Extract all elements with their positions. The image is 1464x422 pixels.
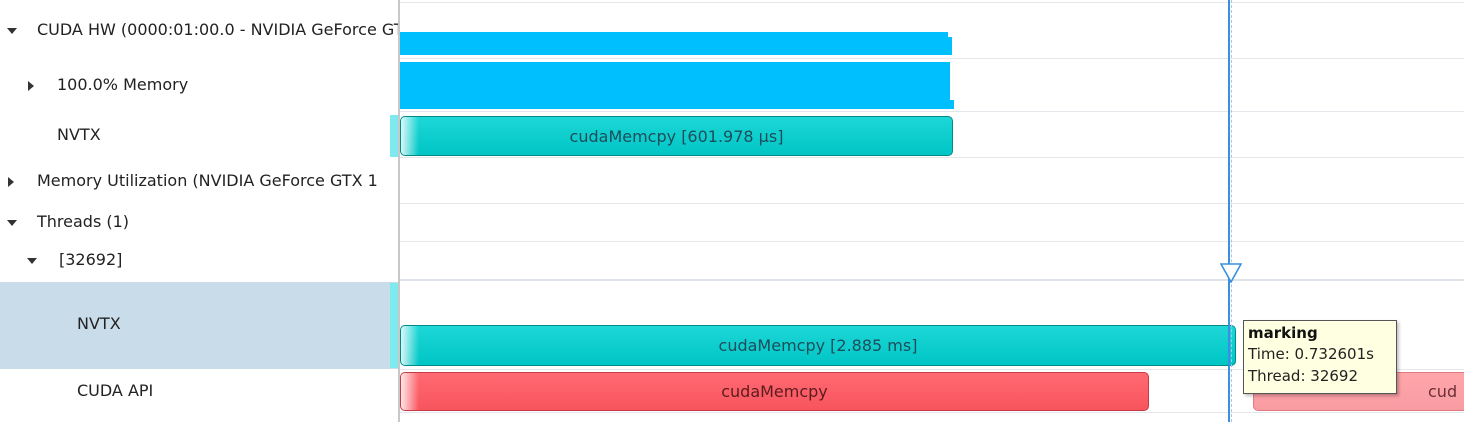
- triangle-right-icon[interactable]: [28, 81, 34, 91]
- tree-row-label: [32692]: [59, 250, 123, 269]
- tree-row-label: Threads (1): [37, 212, 130, 231]
- tree-row-label: 100.0% Memory: [57, 75, 189, 94]
- row-separator: [400, 58, 1464, 59]
- row-edge-marker: [390, 283, 398, 368]
- panel-splitter[interactable]: [398, 0, 400, 422]
- triangle-right-icon[interactable]: [8, 177, 14, 187]
- tooltip-time-label: Time:: [1248, 345, 1290, 363]
- tooltip-time: Time: 0.732601s: [1248, 343, 1392, 365]
- tree-row-label: NVTX: [77, 314, 121, 333]
- row-separator: [400, 279, 1464, 281]
- span-label: cud: [1428, 382, 1458, 401]
- timeline-tree-panel: CUDA HW (0000:01:00.0 - NVIDIA GeForce G…: [0, 0, 399, 422]
- tooltip-thread: Thread: 32692: [1248, 365, 1392, 387]
- tree-row-label: NVTX: [57, 125, 101, 144]
- nvtx-range-span[interactable]: cudaMemcpy [601.978 µs]: [400, 116, 953, 156]
- triangle-down-icon[interactable]: [7, 28, 17, 34]
- tooltip-thread-value: 32692: [1310, 367, 1359, 385]
- row-separator: [400, 157, 1464, 158]
- tree-row-cuda-api[interactable]: CUDA API: [0, 370, 399, 412]
- memory-bar-notch: [950, 62, 954, 100]
- tree-row-cuda-hw[interactable]: CUDA HW (0000:01:00.0 - NVIDIA GeForce G…: [0, 10, 399, 50]
- memory-bar-notch: [948, 32, 952, 37]
- time-cursor-line[interactable]: [1228, 0, 1230, 422]
- row-separator: [400, 412, 1464, 413]
- cursor-tooltip: marking Time: 0.732601s Thread: 32692: [1243, 320, 1397, 394]
- triangle-down-icon[interactable]: [7, 220, 17, 226]
- span-label: cudaMemcpy [2.885 ms]: [718, 336, 918, 355]
- triangle-down-icon[interactable]: [27, 258, 37, 264]
- memory-activity-bar[interactable]: [400, 62, 954, 109]
- tooltip-title: marking: [1248, 324, 1318, 342]
- span-label: cudaMemcpy: [721, 382, 828, 401]
- span-fade: [401, 326, 419, 365]
- tooltip-thread-label: Thread:: [1248, 367, 1306, 385]
- row-separator: [400, 111, 1464, 112]
- memory-activity-bar[interactable]: [400, 32, 952, 55]
- span-fade: [401, 373, 419, 410]
- cursor-guide-line: [1231, 0, 1232, 422]
- tree-row-label: Memory Utilization (NVIDIA GeForce GTX 1: [37, 171, 378, 190]
- row-separator: [400, 203, 1464, 204]
- cuda-api-span[interactable]: cudaMemcpy: [400, 372, 1149, 411]
- row-separator: [400, 241, 1464, 242]
- tree-row-thread-nvtx[interactable]: NVTX: [0, 282, 399, 369]
- nvtx-range-span[interactable]: cudaMemcpy [2.885 ms]: [400, 325, 1236, 366]
- row-edge-marker: [390, 115, 398, 157]
- row-separator: [400, 369, 1464, 370]
- tree-row-memory-utilization[interactable]: Memory Utilization (NVIDIA GeForce GTX 1: [0, 160, 399, 202]
- tree-row-label: CUDA API: [77, 381, 154, 400]
- row-separator: [400, 2, 1464, 3]
- tree-row-thread-32692[interactable]: [32692]: [0, 243, 399, 279]
- span-label: cudaMemcpy [601.978 µs]: [569, 126, 784, 146]
- tree-row-threads[interactable]: Threads (1): [0, 205, 399, 241]
- tree-row-label: CUDA HW (0000:01:00.0 - NVIDIA GeForce G…: [37, 20, 399, 39]
- tree-row-hw-nvtx[interactable]: NVTX: [0, 113, 399, 155]
- span-fade: [401, 117, 419, 155]
- marker-triangle-icon[interactable]: [1220, 263, 1242, 283]
- tooltip-time-value: 0.732601s: [1294, 345, 1374, 363]
- timeline-view[interactable]: cudaMemcpy [601.978 µs] cudaMemcpy [2.88…: [400, 0, 1464, 422]
- tree-row-memory[interactable]: 100.0% Memory: [0, 64, 399, 108]
